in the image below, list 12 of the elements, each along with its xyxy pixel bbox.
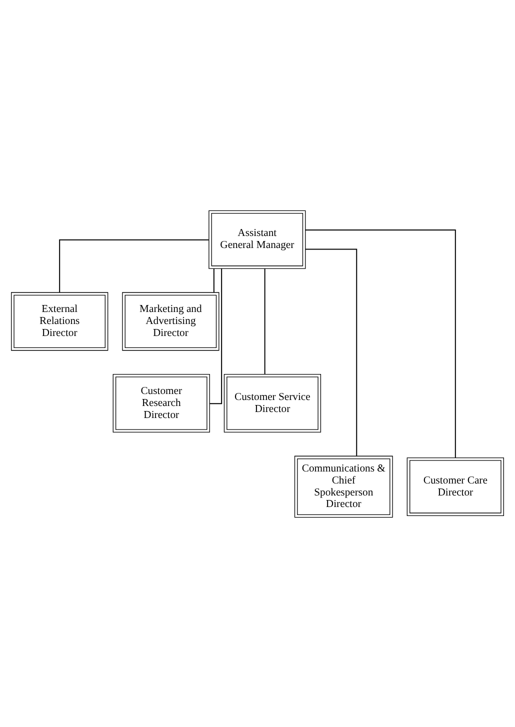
node-box: Communications & Chief Spokesperson Director bbox=[294, 455, 393, 518]
node-box: Customer Service Director bbox=[224, 373, 322, 432]
connector bbox=[264, 268, 266, 374]
connector bbox=[304, 248, 358, 456]
connector bbox=[59, 238, 210, 292]
node-box: External Relations Director bbox=[11, 292, 108, 350]
node-box: Assistant General Manager bbox=[208, 210, 306, 268]
connector bbox=[304, 228, 456, 458]
node-box: Marketing and Advertising Director bbox=[122, 292, 220, 350]
node-box: Customer Care Director bbox=[406, 456, 504, 516]
connector bbox=[213, 268, 214, 292]
node-box: Customer Research Director bbox=[112, 373, 210, 432]
